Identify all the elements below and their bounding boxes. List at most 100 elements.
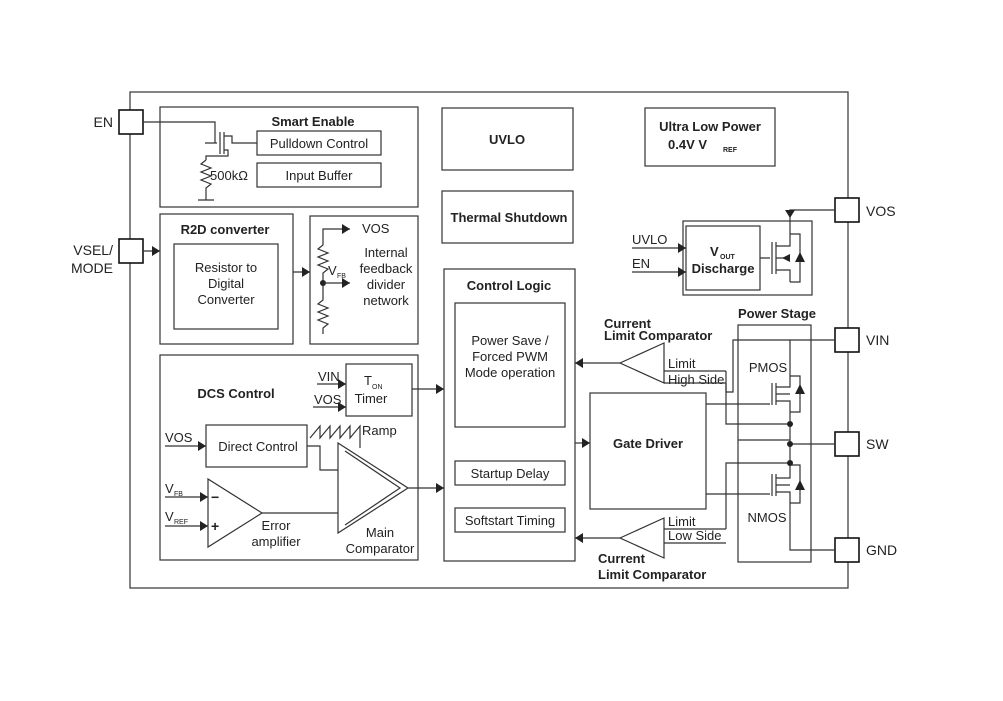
dcs-control-block: DCS Control T ON Timer VIN VOS Ramp Dire… — [159, 354, 444, 561]
error-minus: − — [211, 489, 219, 505]
uvlo-box — [441, 107, 574, 171]
discharge-transistor-arrow-icon — [782, 254, 790, 262]
discharge-v: V — [710, 244, 719, 259]
ton-vos: VOS — [314, 392, 342, 407]
pulldown-control-label: Pulldown Control — [270, 136, 368, 151]
err-vref-sub: REF — [174, 519, 188, 526]
direct-vos-arrow-icon — [198, 441, 206, 451]
err-vref-v: V — [165, 509, 174, 524]
feedback-line-4: network — [363, 293, 409, 308]
pulldown-transistor-source — [205, 149, 229, 160]
power-save-box — [454, 302, 566, 428]
pin-vos-label: VOS — [866, 203, 896, 219]
pin-vsel-label-1: VSEL/ — [73, 242, 113, 258]
logic-to-gate-arrow-icon — [582, 438, 590, 448]
cl-bottom-limit: Limit — [668, 514, 696, 529]
pin-sw-box — [834, 431, 860, 457]
nmos-diode-icon — [795, 480, 805, 490]
low-side-sense-wire — [725, 462, 790, 529]
vin-sense-wire — [725, 339, 790, 393]
feedback-vos-arrow-icon — [342, 224, 350, 234]
input-buffer-box — [256, 162, 382, 188]
r2d-block: R2D converter Resistor to Digital Conver… — [143, 213, 310, 345]
r2d-line-2: Digital — [208, 276, 244, 291]
discharge-uvlo-arrow-icon — [678, 243, 686, 253]
startup-delay-label: Startup Delay — [471, 466, 550, 481]
pmos-diode-icon — [795, 384, 805, 394]
cl-bottom-side: Low Side — [668, 528, 721, 543]
current-limit-low-side: Limit Low Side Current Limit Comparator — [575, 514, 726, 582]
divider-resistors-icon — [316, 228, 350, 334]
vout-discharge-block: V OUT Discharge UVLO EN — [632, 209, 835, 296]
pmos-label: PMOS — [749, 360, 788, 375]
gate-driver-label: Gate Driver — [613, 436, 683, 451]
ton-on-sub: ON — [372, 384, 383, 391]
direct-control-label: Direct Control — [218, 439, 298, 454]
input-buffer-label: Input Buffer — [286, 168, 354, 183]
pin-gnd: GND — [834, 537, 897, 563]
current-limit-high-side: Current Limit Comparator Limit High Side — [575, 316, 726, 387]
discharge-diode-icon — [795, 252, 805, 262]
pin-vsel-label-2: MODE — [71, 260, 113, 276]
dcs-title: DCS Control — [197, 386, 274, 401]
discharge-out-sub: OUT — [720, 254, 736, 261]
feedback-v: V — [328, 263, 337, 278]
ton-vin: VIN — [318, 369, 340, 384]
gnd-wire — [789, 503, 835, 551]
pin-sw-label: SW — [866, 436, 889, 452]
power-save-line-2: Forced PWM — [472, 349, 548, 364]
pin-vos: VOS — [834, 197, 896, 223]
nmos-transistor-icon — [706, 465, 791, 503]
vos-discharge-arrow-icon — [785, 210, 795, 218]
feedback-vos: VOS — [362, 221, 390, 236]
vfb-arrow-icon — [342, 278, 350, 288]
cl-top-line-1: Current — [604, 316, 652, 331]
resistor-icon — [198, 159, 214, 201]
dcs-frame — [159, 354, 419, 561]
feedback-fb-sub: FB — [337, 273, 346, 280]
ton-vin-arrow-icon — [338, 379, 346, 389]
r2d-frame — [159, 213, 294, 345]
cl-top-limit: Limit — [668, 356, 696, 371]
error-amplifier-icon — [207, 477, 264, 549]
error-label-1: Error — [262, 518, 292, 533]
ramp-icon — [309, 424, 361, 440]
ton-vos-arrow-icon — [338, 402, 346, 412]
ulp-line-2: 0.4V V — [668, 137, 707, 152]
discharge-en: EN — [632, 256, 650, 271]
pin-vin-label: VIN — [866, 332, 889, 348]
ton-timer-box — [345, 363, 413, 417]
main-comp-label-2: Comparator — [346, 541, 415, 556]
high-side-sense-wire — [725, 371, 790, 425]
cl-top-line-2: Limit Comparator — [604, 328, 712, 343]
pin-sw: SW — [834, 431, 889, 457]
err-vref-arrow-icon — [200, 521, 208, 531]
power-stage-title: Power Stage — [738, 306, 816, 321]
nmos-label: NMOS — [748, 510, 787, 525]
pin-en: EN — [94, 109, 144, 135]
ton-out-arrow-icon — [436, 384, 444, 394]
err-vfb-sub: FB — [174, 491, 183, 498]
feedback-divider-block: VOS V FB Internal feedback divider netwo… — [309, 215, 419, 345]
cl-top-arrow-icon — [575, 358, 583, 368]
control-logic-title: Control Logic — [467, 278, 552, 293]
pin-en-label: EN — [94, 114, 113, 130]
pin-gnd-box — [834, 537, 860, 563]
main-comparator-inner — [344, 450, 402, 526]
smart-enable-title: Smart Enable — [271, 114, 354, 129]
vin-wire — [789, 339, 835, 376]
node-dot — [787, 421, 793, 427]
cl-bottom-line-1: Current — [598, 551, 646, 566]
r2d-converter-box — [173, 243, 279, 330]
pin-vin: VIN — [834, 327, 889, 353]
discharge-label: Discharge — [692, 261, 755, 276]
smart-enable-block: Smart Enable Pulldown Control Input Buff… — [143, 106, 419, 208]
r2d-line-1: Resistor to — [195, 260, 257, 275]
sw-node-dot — [787, 441, 793, 447]
main-comp-label-1: Main — [366, 525, 394, 540]
r2d-title: R2D converter — [181, 222, 270, 237]
pin-vsel-box — [118, 238, 144, 264]
ultra-low-power-box — [644, 107, 776, 167]
comp-out-arrow-icon — [436, 483, 444, 493]
en-wire — [143, 121, 216, 143]
